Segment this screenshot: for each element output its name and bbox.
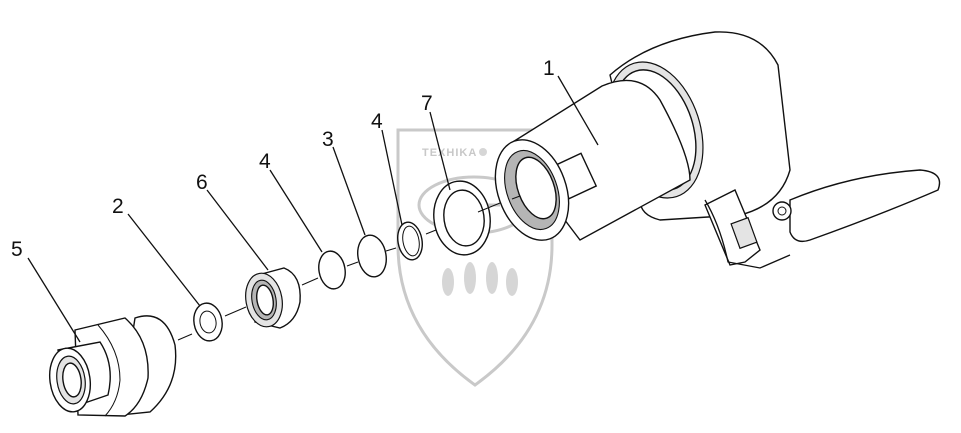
leader-lines bbox=[27, 75, 599, 343]
part-4-disc-lower bbox=[318, 250, 346, 290]
leader-6 bbox=[206, 189, 269, 271]
callout-5: 5 bbox=[11, 238, 23, 261]
part-1-housing bbox=[494, 31, 941, 269]
part-3-disc bbox=[357, 234, 387, 278]
part-6-bushing bbox=[245, 267, 301, 329]
part-7-ring bbox=[433, 180, 491, 256]
callout-1: 1 bbox=[543, 57, 555, 80]
part-2-washer bbox=[193, 302, 223, 342]
callout-2: 2 bbox=[112, 195, 124, 218]
leader-1 bbox=[557, 75, 599, 146]
leader-4a bbox=[381, 129, 403, 226]
callout-labels: 1 7 4 3 4 6 2 5 bbox=[11, 57, 555, 261]
leader-4b bbox=[269, 169, 323, 253]
part-5-union-fitting bbox=[49, 315, 177, 417]
callout-4-lower: 4 bbox=[259, 150, 271, 173]
leader-2 bbox=[127, 213, 201, 307]
callout-7: 7 bbox=[421, 92, 433, 115]
center-axis-line bbox=[177, 195, 521, 341]
leader-3 bbox=[332, 146, 366, 236]
callout-4-upper: 4 bbox=[371, 110, 383, 133]
callout-3: 3 bbox=[322, 128, 334, 151]
part-4-oring-upper bbox=[397, 221, 423, 261]
callout-6: 6 bbox=[196, 171, 208, 194]
watermark-text: TEXHIKA bbox=[422, 147, 477, 159]
leader-5 bbox=[27, 257, 81, 343]
leader-7 bbox=[429, 111, 451, 191]
